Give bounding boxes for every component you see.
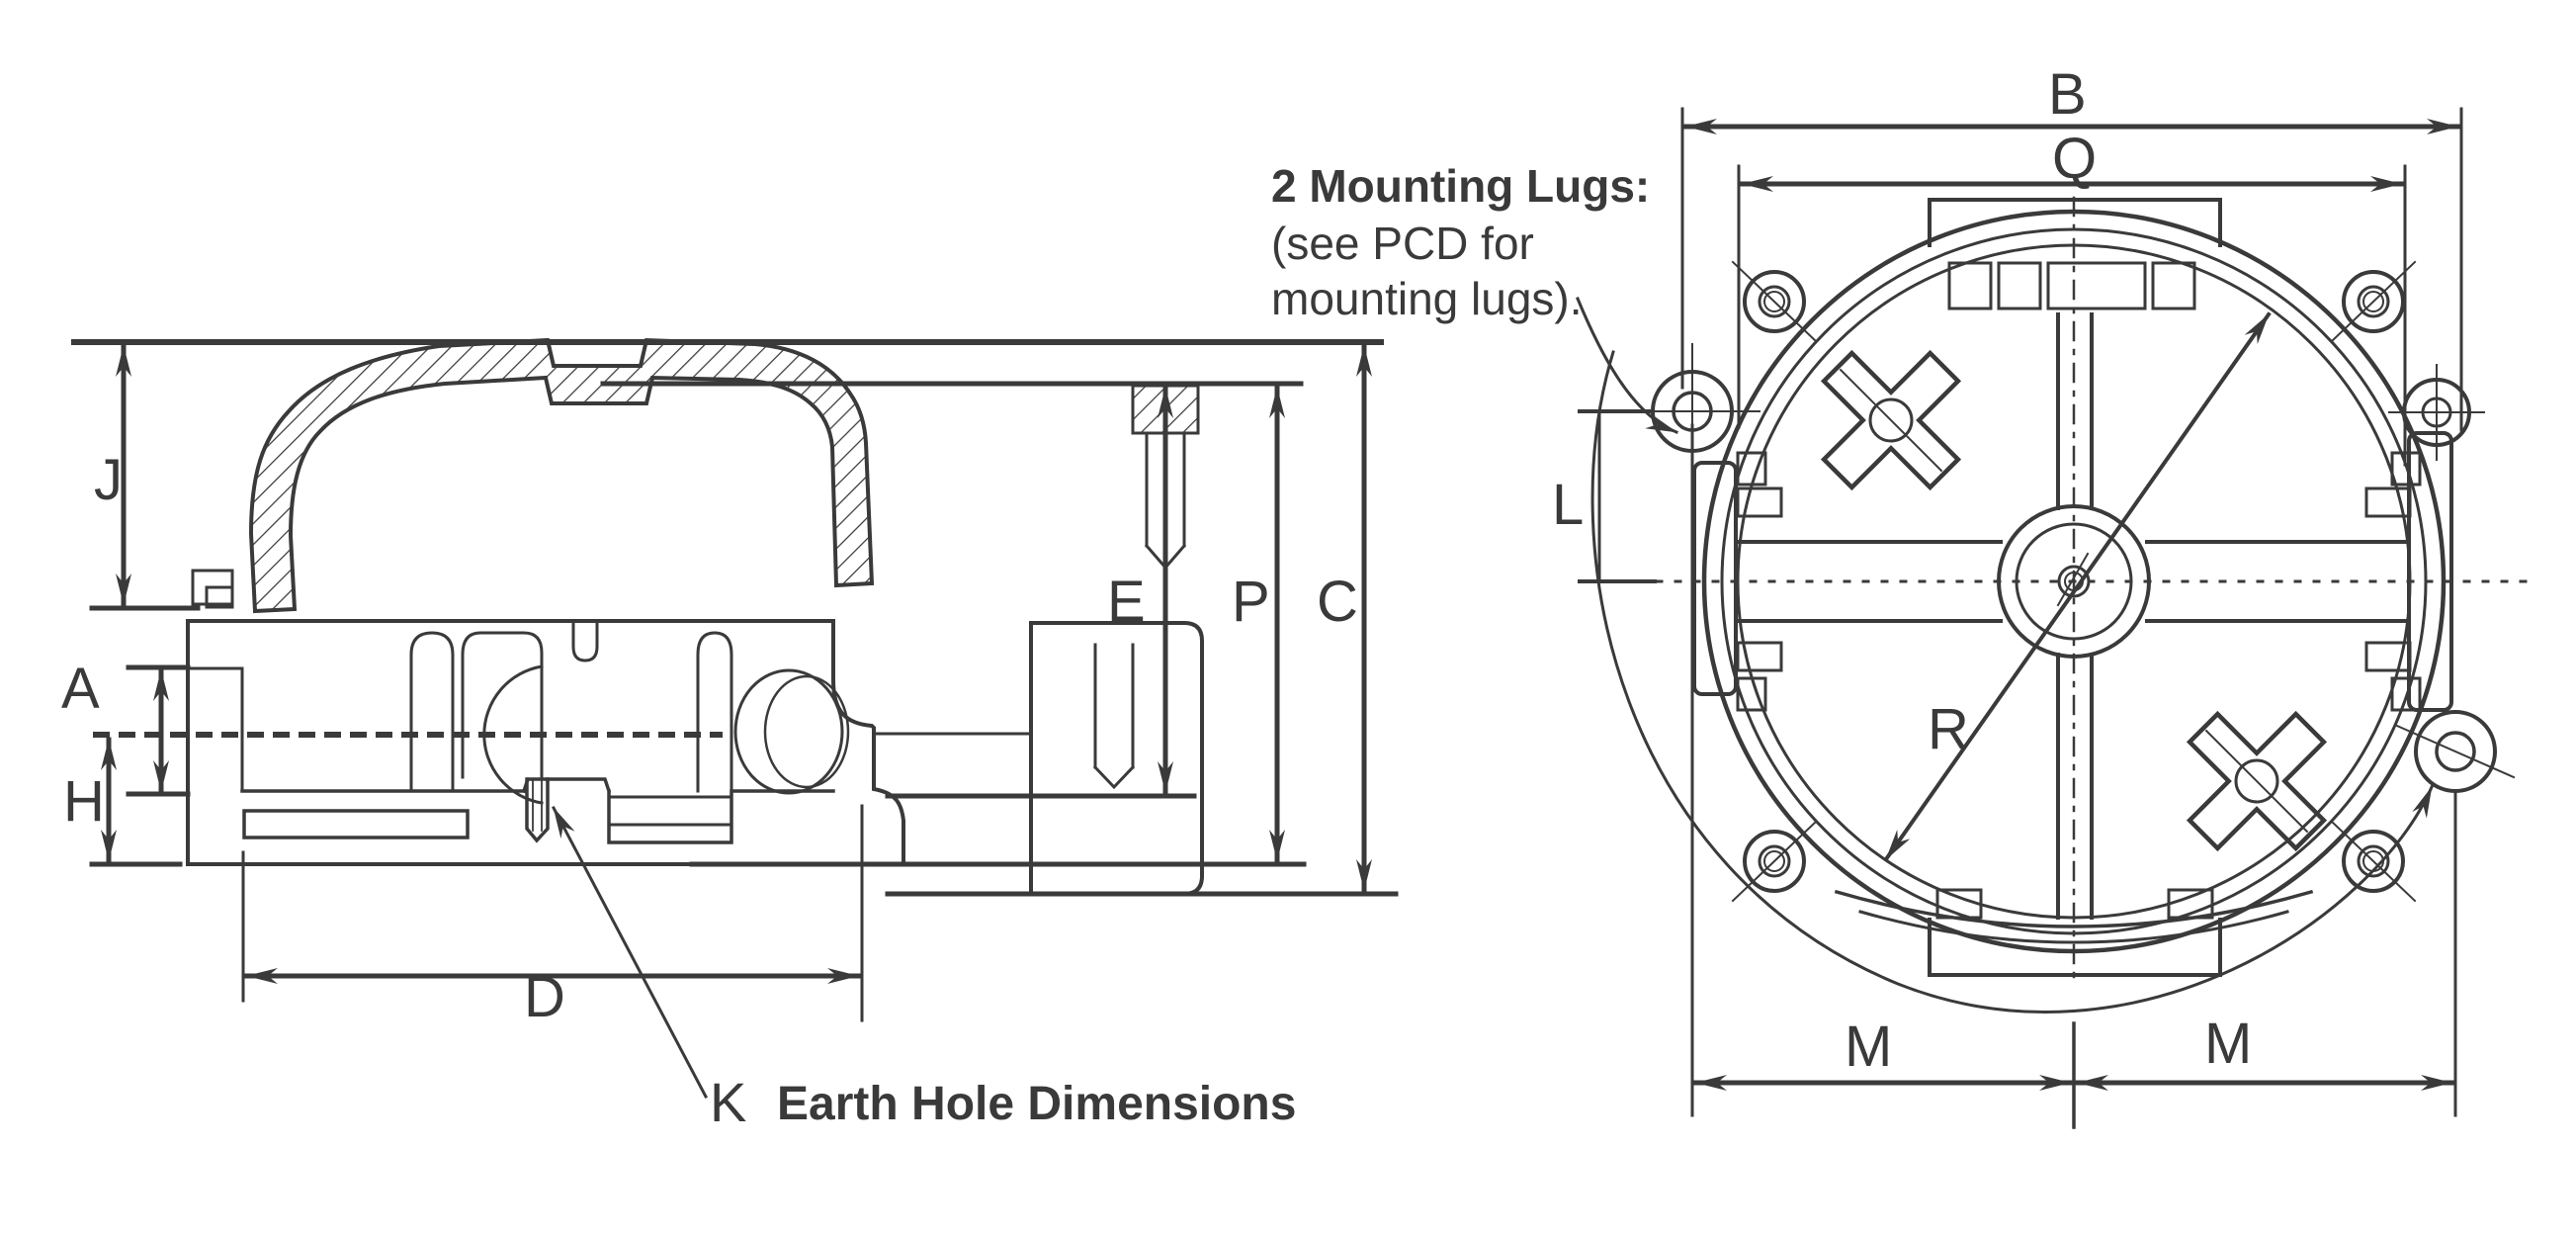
flange-step-profile xyxy=(831,619,905,866)
dim-label-M-left: M xyxy=(1845,1015,1892,1079)
right-side-plate xyxy=(2407,431,2453,712)
interior-floor xyxy=(240,777,835,844)
dim-label-B: B xyxy=(2048,62,2087,127)
mounting-lug-right xyxy=(2395,710,2516,793)
dim-label-M-right: M xyxy=(2204,1012,2252,1076)
bottom-block-right xyxy=(2167,888,2214,920)
mounting-lug-leader-right xyxy=(1590,350,2434,1014)
ear-lug-top-left xyxy=(1731,260,1818,343)
dim-label-C: C xyxy=(1317,570,1358,634)
x-cutout-lower-right xyxy=(2186,710,2328,852)
cable-gland-inner xyxy=(763,674,850,789)
small-boss-top-right xyxy=(2388,364,2485,461)
rim-knockout-steps xyxy=(1736,451,2422,712)
dim-label-E: E xyxy=(1107,570,1146,634)
cable-gland-outer xyxy=(733,668,844,795)
top-terminal-blocks xyxy=(1947,261,2196,310)
bottom-saddle-arc-2 xyxy=(1858,910,2289,944)
dim-label-H: H xyxy=(63,769,105,834)
small-stud-arch xyxy=(571,619,599,662)
earth-hole-leader xyxy=(551,805,709,1100)
dim-label-A: A xyxy=(61,657,100,721)
left-side-plate xyxy=(1692,461,1738,696)
earth-hole-thread xyxy=(532,780,543,832)
mounting-note-line3: mounting lugs). xyxy=(1271,273,1583,324)
bottom-saddle-arc-1 xyxy=(1834,889,2314,928)
dim-label-K: K xyxy=(710,1071,746,1133)
base-recess-slot xyxy=(242,809,470,839)
labels: J A H E P C D K Earth Hole Dimensions B … xyxy=(61,62,2252,1133)
web-column-1 xyxy=(409,631,455,793)
dim-label-J: J xyxy=(94,448,123,512)
dim-label-Q: Q xyxy=(2052,127,2097,191)
dim-label-L: L xyxy=(1552,473,1584,537)
ear-lug-top-right xyxy=(2330,260,2417,343)
bottom-tab xyxy=(1928,918,2222,977)
web-column-2 xyxy=(461,631,544,779)
mounting-note-line2: (see PCD for xyxy=(1271,218,1534,269)
ear-lug-bottom-left xyxy=(1731,820,1818,903)
ear-lug-bottom-right xyxy=(2330,820,2417,903)
bottom-block-left xyxy=(1935,888,1983,920)
dim-line-R xyxy=(1883,311,2272,862)
cover-section xyxy=(248,337,875,614)
cover-clamp-lip-small xyxy=(205,585,234,609)
earth-hole-note: Earth Hole Dimensions xyxy=(777,1078,1296,1130)
mounting-lug-leader-left xyxy=(1576,297,1678,434)
dim-label-D: D xyxy=(524,965,565,1029)
earth-hole xyxy=(525,777,550,843)
web-column-3 xyxy=(696,631,733,793)
dim-label-P: P xyxy=(1232,570,1270,634)
front-view xyxy=(1576,107,2533,1129)
x-cutout-upper-left xyxy=(1820,349,1962,491)
flange-block xyxy=(1029,621,1204,896)
flange-stud xyxy=(1092,643,1136,790)
side-view xyxy=(71,337,1399,1100)
horizontal-spoke xyxy=(1738,540,2410,623)
top-terminal-tab xyxy=(1928,198,2222,247)
dim-label-R: R xyxy=(1928,697,1969,761)
mounting-note-line1: 2 Mounting Lugs: xyxy=(1271,160,1650,212)
floor-step-lines xyxy=(607,795,733,827)
